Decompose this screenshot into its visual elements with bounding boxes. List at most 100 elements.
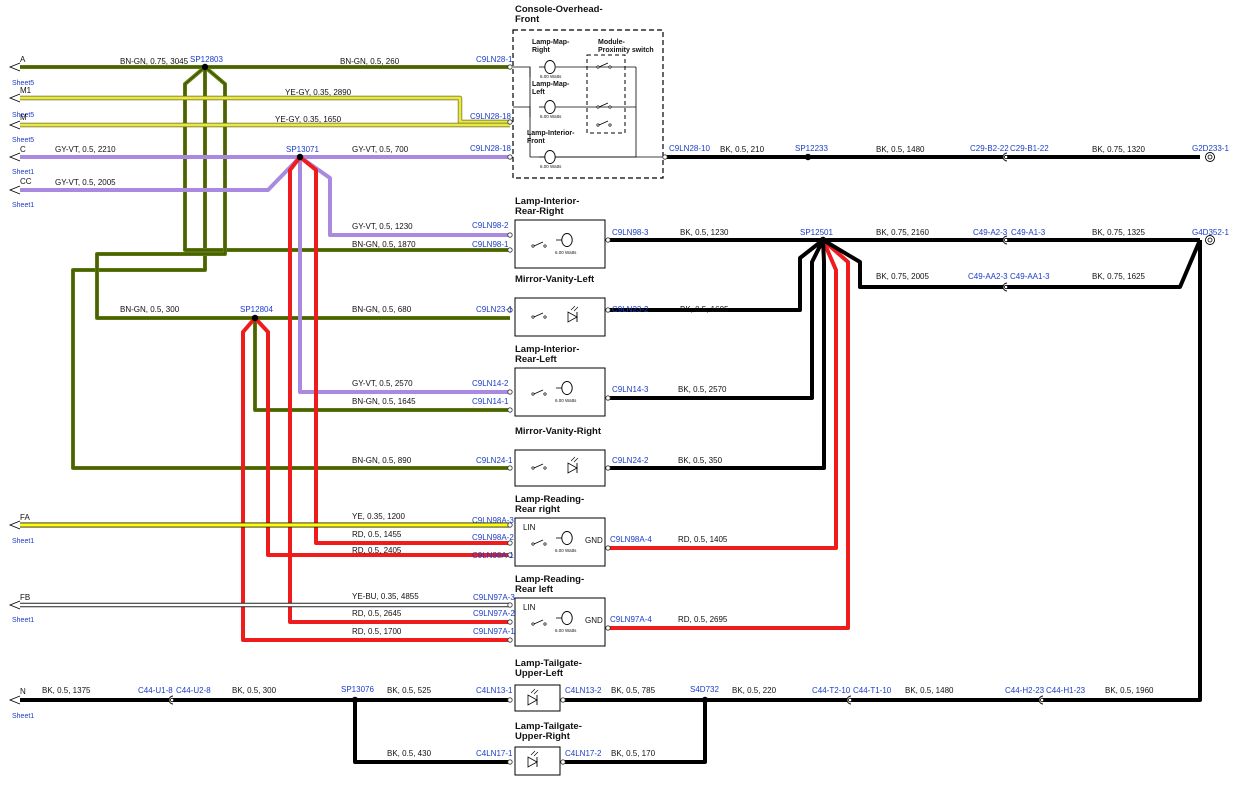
sheet-ref: Sheet1 xyxy=(12,202,34,209)
splice-s4d732 xyxy=(701,696,709,704)
wire-label-tg-bk2: BK, 0.5, 170 xyxy=(611,749,656,758)
wire-label-n-bk7: BK, 0.5, 1960 xyxy=(1105,686,1154,695)
watts-label: 6.00 Watts xyxy=(540,114,562,119)
led-triangle xyxy=(527,756,538,768)
wire-rdl-rd2 xyxy=(241,316,510,642)
inline-connector-pin xyxy=(169,697,175,703)
wire-line xyxy=(95,65,510,320)
connector-pin xyxy=(605,545,611,551)
wire-label-fa-ye: YE, 0.35, 1200 xyxy=(352,512,405,521)
splice-label-sp12804: SP12804 xyxy=(240,305,273,314)
led-ray xyxy=(573,306,579,312)
console-lead xyxy=(513,106,531,117)
wire-label-n-bk4: BK, 0.5, 785 xyxy=(611,686,656,695)
connector-pin xyxy=(507,759,513,765)
connector-pin xyxy=(507,522,513,528)
lamp-reading-rear-right-box xyxy=(514,517,606,567)
connector-pin xyxy=(507,247,513,253)
wire-line xyxy=(608,239,826,470)
wire-label-fb-yebu: YE-BU, 0.35, 4855 xyxy=(352,592,419,601)
lamp-interior-rear-left-title: Lamp-Interior-Rear-Left xyxy=(515,344,579,365)
led-triangle xyxy=(567,311,578,323)
wire-line xyxy=(608,239,825,400)
led-ray xyxy=(533,751,539,757)
connector-label-c4ln17-2: C4LN17-2 xyxy=(565,749,602,758)
label-line: Console-Overhead- xyxy=(515,4,603,15)
inline-connector-pin xyxy=(1003,154,1009,160)
label-line: Left xyxy=(532,89,546,96)
wire-line xyxy=(563,240,1202,702)
lamp-reading-rear-left-switch-icon xyxy=(531,619,547,626)
wire-mvr xyxy=(71,67,510,470)
connector-label-c44-t2-10: C44-T2-10 xyxy=(812,686,851,695)
splice-sp12803 xyxy=(201,63,209,71)
wire-label-a-left: BN-GN, 0.75, 3045 xyxy=(120,57,189,66)
wire-line xyxy=(298,157,510,394)
label-line: Rear-Right xyxy=(515,206,564,217)
connector-label-c44-t1-10: C44-T1-10 xyxy=(853,686,892,695)
ground-g4d352-icon xyxy=(1205,235,1215,245)
switch-blade xyxy=(598,62,609,68)
input-label-c: C xyxy=(20,145,26,154)
wire-m1 xyxy=(20,95,510,125)
led-ray xyxy=(530,688,536,694)
input-arrow-icon xyxy=(8,93,21,103)
label-line: Proximity switch xyxy=(598,47,654,54)
connector-label-c9ln98a-1: C9LN98A-1 xyxy=(472,551,514,560)
switch-pivot xyxy=(596,123,600,127)
switch-pivot xyxy=(531,622,535,626)
connector-label-c9ln28-10: C9LN28-10 xyxy=(669,144,710,153)
connector-pin xyxy=(507,307,513,313)
connector-label-c44-u1-8: C44-U1-8 xyxy=(138,686,173,695)
connector-label-c9ln28-18b: C9LN28-18 xyxy=(470,144,511,153)
connector-label-c9ln14-2: C9LN14-2 xyxy=(472,379,509,388)
connector-label-c9ln98-2: C9LN98-2 xyxy=(472,221,509,230)
label-line: Rear-Left xyxy=(515,354,558,365)
switch-contact xyxy=(543,244,547,248)
switch-pivot xyxy=(596,105,600,109)
watts-label: 6.00 Watts xyxy=(555,628,577,633)
lamp-interior-rear-left-box xyxy=(514,367,606,417)
wire-label-cc: GY-VT, 0.5, 2005 xyxy=(55,178,116,187)
led-triangle xyxy=(567,462,578,474)
wire-label-m1-left: YE-GY, 0.35, 2890 xyxy=(285,88,352,97)
connector-pin xyxy=(507,64,513,70)
bulb-glass xyxy=(544,100,556,114)
connector-label-c9ln98a-4: C9LN98A-4 xyxy=(610,535,652,544)
wire-label-rdl-rd-out: RD, 0.5, 2695 xyxy=(678,615,728,624)
switch-blade xyxy=(533,619,544,625)
wire-label-main-bk2: BK, 0.75, 1325 xyxy=(1092,228,1145,237)
connector-label-c44-h1-23: C44-H1-23 xyxy=(1046,686,1086,695)
connector-label-g4d352: G4D352-1 xyxy=(1192,228,1229,237)
wire-line xyxy=(253,316,510,557)
wire-rdl-rd1 xyxy=(288,155,510,624)
label-line: Front xyxy=(515,14,540,25)
connector-label-c9ln28-18a: C9LN28-18 xyxy=(470,112,511,121)
switch-pivot xyxy=(531,466,535,470)
watts-label: 6.00 Watts xyxy=(555,250,577,255)
wire-rl-bk xyxy=(608,239,825,400)
splice-label-sp12501: SP12501 xyxy=(800,228,833,237)
connector-label-c29-b2-22: C29-B2-22 xyxy=(970,144,1009,153)
wire-n-out xyxy=(563,240,1202,702)
inline-connector-pin xyxy=(1003,284,1009,290)
label-line: Rear right xyxy=(515,504,561,515)
sheet-ref: Sheet5 xyxy=(12,80,34,87)
connector-label-c9ln23-2: C9LN23-2 xyxy=(612,305,649,314)
lamp-tailgate-upper-right-led-icon xyxy=(527,750,539,768)
labels-layer: Console-Overhead-FrontLamp-Map-RightLamp… xyxy=(8,4,1229,765)
connector-label-c49-aa2-3: C49-AA2-3 xyxy=(968,272,1008,281)
connector-label-c49-a1-3: C49-A1-3 xyxy=(1011,228,1046,237)
wire-line xyxy=(821,238,1202,289)
bulb-glass xyxy=(544,60,556,74)
connector-label-c29-b1-22: C29-B1-22 xyxy=(1010,144,1049,153)
sheet-ref: Sheet1 xyxy=(12,617,34,624)
wire-rdr-rd2 xyxy=(253,316,510,557)
connector-label-c9ln28-1: C9LN28-1 xyxy=(476,55,513,64)
wire-mvl xyxy=(95,65,510,320)
wire-line-core xyxy=(254,318,510,411)
module-proximity-label: Module-Proximity switch xyxy=(598,39,654,54)
lamp-interior-rear-left-switch-icon xyxy=(531,389,547,396)
wire-line-core xyxy=(72,67,510,469)
wire-label-n-bk5: BK, 0.5, 220 xyxy=(732,686,777,695)
